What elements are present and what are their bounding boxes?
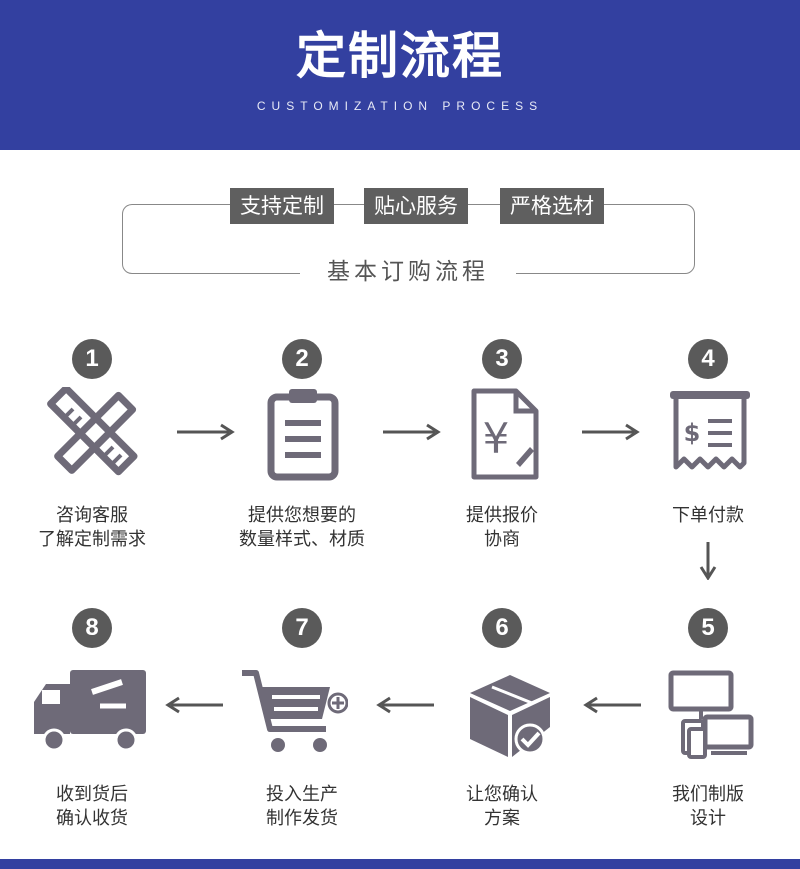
- step-label-line: 收到货后: [56, 784, 128, 805]
- page-subtitle: CUSTOMIZATION PROCESS: [256, 99, 544, 113]
- footer-bar: [0, 859, 800, 869]
- step-label-line: 方案: [484, 808, 520, 829]
- step-number-6: 6: [482, 608, 522, 648]
- yen-document-icon: ¥: [471, 388, 539, 480]
- step-label-line: 让您确认: [466, 784, 538, 805]
- arrow-right-icon: [582, 423, 640, 441]
- step-label-line: 了解定制需求: [38, 529, 146, 550]
- step-number-5: 5: [688, 608, 728, 648]
- delivery-truck-icon: [34, 670, 146, 752]
- step-label-2: 提供您想要的 数量样式、材质: [217, 504, 387, 552]
- step-label-line: 咨询客服: [56, 505, 128, 526]
- step-number-3: 3: [482, 339, 522, 379]
- step-label-line: 数量样式、材质: [239, 529, 365, 550]
- svg-text:$: $: [684, 419, 701, 447]
- step-number-7: 7: [282, 608, 322, 648]
- box-check-icon: [470, 675, 550, 757]
- step-label-line: 投入生产: [266, 784, 338, 805]
- step-label-4: 下单付款: [623, 504, 793, 528]
- step-label-line: 我们制版: [672, 784, 744, 805]
- step-label-6: 让您确认 方案: [417, 783, 587, 831]
- step-label-8: 收到货后 确认收货: [7, 783, 177, 831]
- step-label-line: 确认收货: [56, 808, 128, 829]
- arrow-down-icon: [699, 542, 717, 580]
- page-title: 定制流程: [296, 27, 504, 85]
- step-label-line: 提供您想要的: [248, 505, 356, 526]
- step-label-3: 提供报价 协商: [417, 504, 587, 552]
- step-label-line: 提供报价: [466, 505, 538, 526]
- section-title: 基本订购流程: [300, 256, 516, 288]
- arrow-left-icon: [376, 696, 434, 714]
- step-number-1: 1: [72, 339, 112, 379]
- clipboard-icon: [267, 389, 339, 481]
- tag-service: 贴心服务: [364, 188, 468, 224]
- step-label-line: 制作发货: [266, 808, 338, 829]
- step-label-7: 投入生产 制作发货: [217, 783, 387, 831]
- header-banner: 定制流程 CUSTOMIZATION PROCESS: [0, 0, 800, 150]
- shopping-cart-icon: [242, 670, 348, 752]
- svg-text:¥: ¥: [483, 414, 510, 463]
- arrow-left-icon: [165, 696, 223, 714]
- ruler-pencil-icon: [47, 387, 138, 476]
- step-number-8: 8: [72, 608, 112, 648]
- step-label-line: 协商: [484, 529, 520, 550]
- step-label-line: 下单付款: [672, 505, 744, 526]
- tag-material: 严格选材: [500, 188, 604, 224]
- receipt-icon: $: [670, 391, 750, 470]
- step-label-1: 咨询客服 了解定制需求: [7, 504, 177, 552]
- arrow-right-icon: [383, 423, 441, 441]
- arrow-right-icon: [177, 423, 235, 441]
- step-number-4: 4: [688, 339, 728, 379]
- tag-custom: 支持定制: [230, 188, 334, 224]
- devices-icon: [668, 670, 754, 759]
- arrow-left-icon: [583, 696, 641, 714]
- step-label-line: 设计: [690, 808, 726, 829]
- step-label-5: 我们制版 设计: [623, 783, 793, 831]
- step-number-2: 2: [282, 339, 322, 379]
